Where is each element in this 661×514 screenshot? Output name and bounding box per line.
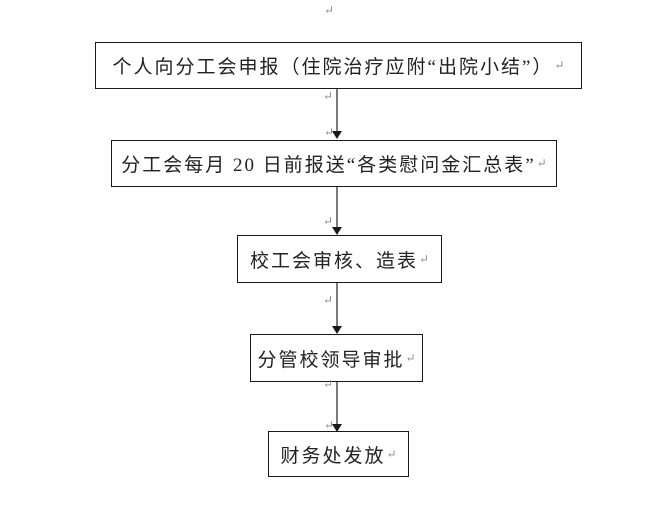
arrow-down-connector-3: [331, 283, 342, 334]
paragraph-mark: ↵: [323, 89, 334, 103]
arrow-shaft: [336, 187, 338, 228]
paragraph-mark: ↵: [418, 251, 430, 266]
arrow-head-icon: [331, 227, 342, 235]
paragraph-mark: ↵: [323, 377, 334, 391]
flow-step-union-review: 校工会审核、造表↵: [237, 235, 442, 283]
arrow-head-icon: [331, 424, 342, 432]
flow-step-leader-approval: 分管校领导审批↵: [250, 334, 423, 382]
paragraph-mark: ↵: [324, 125, 335, 139]
arrow-head-icon: [331, 131, 342, 139]
arrow-down-connector-4: [331, 382, 342, 432]
flow-step-label: 财务处发放: [280, 445, 386, 467]
paragraph-mark: ↵: [386, 446, 397, 461]
arrow-shaft: [336, 382, 338, 425]
arrow-down-connector-1: [331, 89, 342, 139]
flow-step-label: 校工会审核、造表: [249, 250, 418, 272]
paragraph-mark: ↵: [536, 156, 547, 170]
arrow-shaft: [336, 283, 338, 327]
arrow-down-connector-2: [331, 187, 342, 235]
flow-step-personal-application: 个人向分工会申报（住院治疗应附“出院小结”）↵: [95, 42, 582, 89]
paragraph-mark: ↵: [323, 214, 334, 228]
flow-step-label: 分工会每月 20 日前报送“各类慰问金汇总表”: [121, 155, 536, 176]
paragraph-mark: ↵: [324, 418, 335, 432]
flow-step-finance-disbursement: 财务处发放↵: [268, 431, 409, 477]
flow-step-label: 分管校领导审批: [257, 349, 405, 371]
arrow-head-icon: [331, 326, 342, 334]
arrow-shaft: [336, 89, 338, 132]
paragraph-mark: ↵: [323, 293, 334, 307]
paragraph-mark: ↵: [554, 58, 565, 72]
flow-step-label: 个人向分工会申报（住院治疗应附“出院小结”）: [112, 57, 554, 78]
paragraph-mark: ↵: [324, 3, 335, 17]
flow-step-subunion-report: 分工会每月 20 日前报送“各类慰问金汇总表”↵: [111, 140, 557, 187]
paragraph-mark: ↵: [405, 350, 416, 365]
